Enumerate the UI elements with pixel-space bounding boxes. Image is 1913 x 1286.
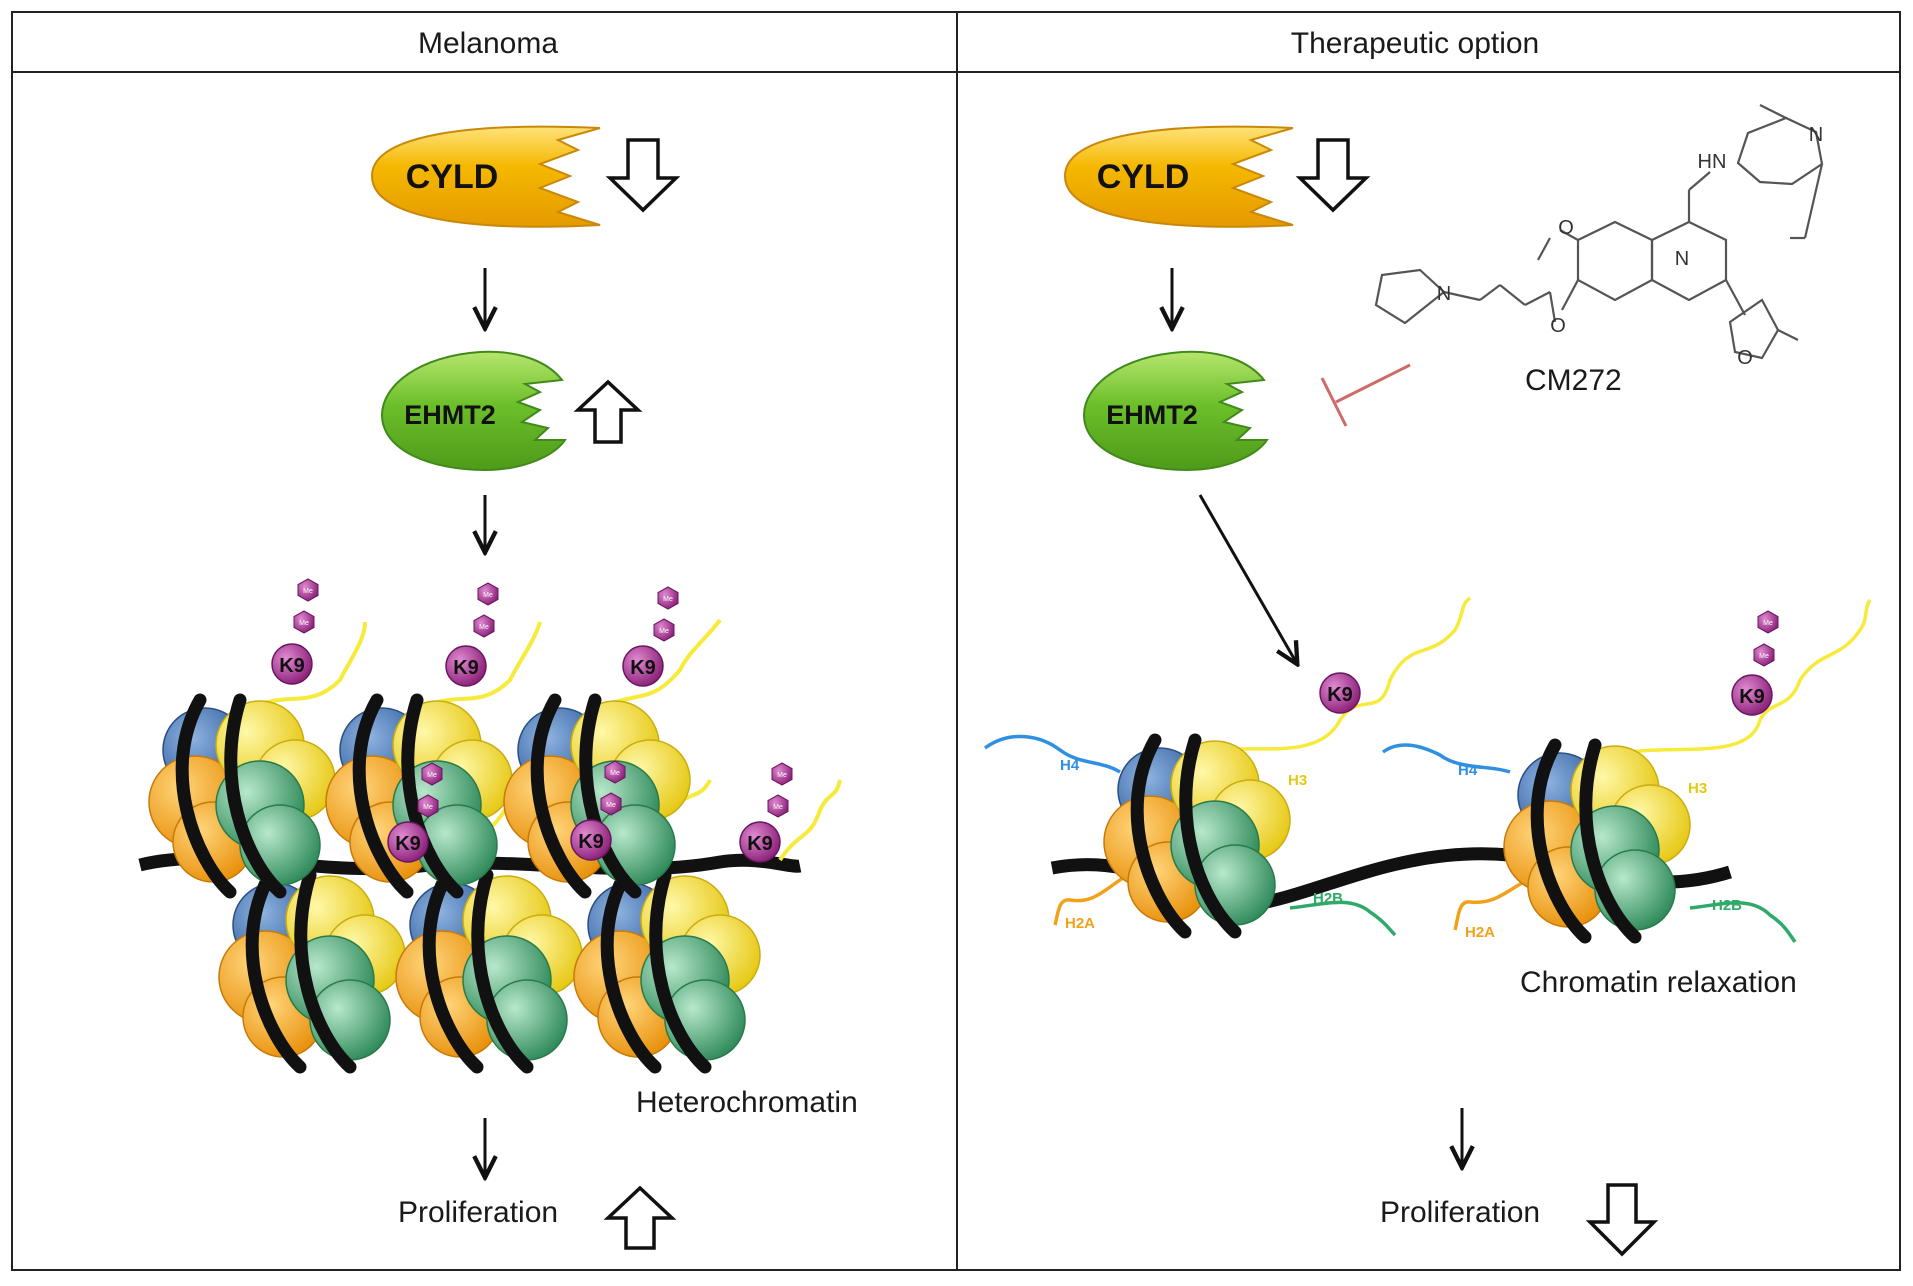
- h2a-tail-2: [1453, 873, 1541, 931]
- left-k9-label-5: K9: [578, 831, 604, 853]
- right-k9-label-2: K9: [1739, 686, 1765, 708]
- cm272-label: CM272: [1525, 364, 1622, 397]
- right-k9-mark-methylated: K9: [1731, 610, 1779, 716]
- right-ehmt2-label: EHMT2: [1106, 400, 1198, 430]
- right-k9-label-1: K9: [1327, 684, 1353, 706]
- h4-label-1: H4: [1060, 757, 1080, 774]
- h3-tail-1: [1219, 596, 1472, 752]
- chromatin-relaxation-label: Chromatin relaxation: [1520, 966, 1797, 999]
- left-k9-mark-4: K9: [387, 762, 443, 863]
- left-k9-mark-3: K9: [622, 586, 679, 687]
- cm272-atom-labels: N O O N HN HN N O: [1437, 124, 1823, 369]
- left-ehmt2-up-arrow: [573, 379, 643, 444]
- h2a-tail-1: [1053, 868, 1141, 926]
- heterochromatin-cluster: [138, 618, 842, 1067]
- left-proliferation-label: Proliferation: [398, 1196, 558, 1229]
- h2b-label-1: H2B: [1313, 890, 1343, 907]
- left-k9-label-4: K9: [395, 833, 421, 855]
- cm272-structure: [1374, 104, 1824, 360]
- right-cyld-label: CYLD: [1097, 158, 1190, 196]
- left-k9-label-1: K9: [279, 655, 305, 677]
- atom-o-2: O: [1558, 217, 1574, 239]
- relaxed-chromatin: [983, 596, 1872, 944]
- atom-n-2: N: [1675, 248, 1689, 270]
- left-k9-label-2: K9: [453, 657, 479, 679]
- left-ehmt2-enzyme: EHMT2: [380, 350, 567, 472]
- inhibition-symbol: [1320, 363, 1411, 427]
- left-cyld-label: CYLD: [406, 158, 499, 196]
- h2a-label-1: H2A: [1065, 915, 1095, 932]
- left-cyld-down-arrow: [605, 138, 681, 213]
- left-cyld-enzyme: CYLD: [370, 125, 601, 228]
- atom-o-1: O: [1550, 315, 1566, 337]
- left-k9-mark-1: K9: [271, 578, 319, 685]
- atom-n-3: N: [1809, 124, 1823, 146]
- histone-labels: H4 H4 H3 H3 H2A H2A H2B H2B: [1060, 757, 1742, 941]
- h4-tail-2: [1381, 743, 1511, 774]
- left-panel-header: Melanoma: [418, 27, 558, 60]
- right-proliferation-label: Proliferation: [1380, 1196, 1540, 1229]
- h3-tail-2: [1629, 598, 1872, 754]
- h4-tail-1: [983, 734, 1121, 774]
- left-ehmt2-label: EHMT2: [404, 400, 496, 430]
- h2b-tail-1: [1289, 900, 1397, 937]
- right-ehmt2-enzyme: EHMT2: [1082, 350, 1269, 472]
- atom-hn-label: HN: [1698, 151, 1727, 173]
- left-k9-label-3: K9: [630, 657, 656, 679]
- h2a-label-2: H2A: [1465, 924, 1495, 941]
- right-panel-header: Therapeutic option: [1291, 27, 1540, 60]
- h2b-label-2: H2B: [1712, 897, 1742, 914]
- left-k9-label-6: K9: [747, 833, 773, 855]
- right-arrow-2: [1198, 494, 1296, 662]
- right-k9-mark-unmethylated: K9: [1319, 672, 1361, 714]
- h3-label-2: H3: [1688, 780, 1707, 797]
- h4-label-2: H4: [1458, 762, 1478, 779]
- right-proliferation-down-arrow: [1585, 1183, 1659, 1257]
- right-cyld-down-arrow: [1295, 138, 1371, 213]
- left-proliferation-up-arrow: [603, 1185, 677, 1250]
- heterochromatin-label: Heterochromatin: [636, 1086, 858, 1119]
- left-k9-mark-5: K9: [570, 760, 626, 861]
- right-cyld-enzyme: CYLD: [1063, 125, 1294, 228]
- h2b-tail-2: [1689, 901, 1797, 944]
- atom-o-3: O: [1737, 347, 1753, 369]
- atom-n-1: N: [1437, 283, 1451, 305]
- h3-label-1: H3: [1288, 772, 1307, 789]
- left-k9-mark-2: K9: [445, 582, 499, 687]
- left-k9-mark-6: K9: [739, 762, 793, 863]
